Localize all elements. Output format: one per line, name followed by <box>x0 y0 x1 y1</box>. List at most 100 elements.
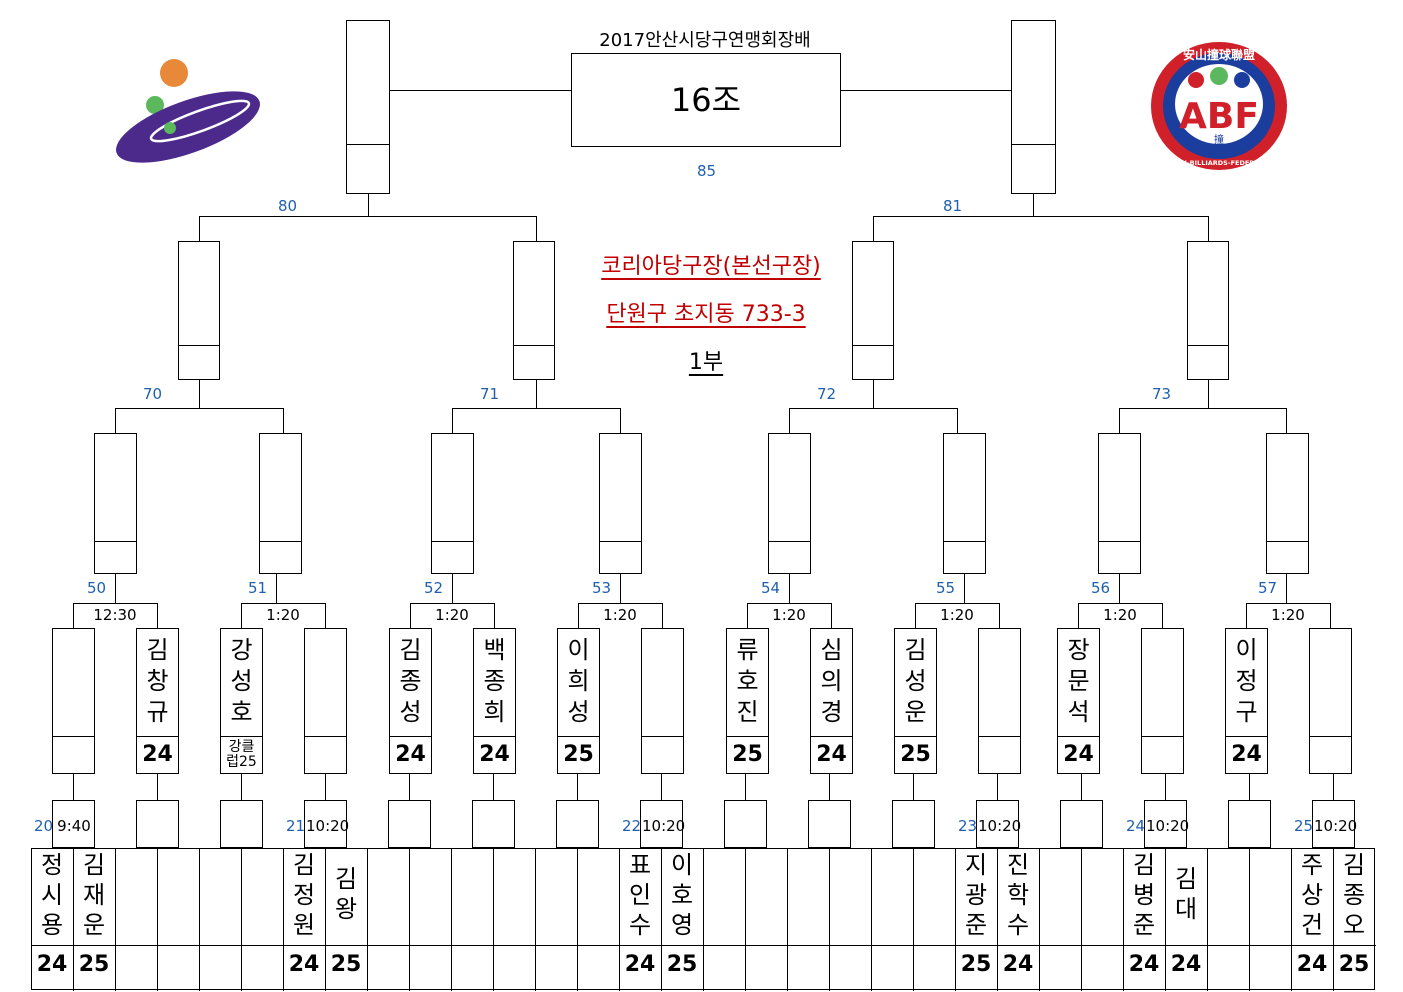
match-number-round32: 25 <box>1294 817 1314 835</box>
bracket-line <box>157 603 158 629</box>
box-divider <box>1226 736 1267 737</box>
bracket-line <box>999 603 1000 629</box>
orange-dot <box>160 59 188 87</box>
feeder-box <box>808 800 851 848</box>
bracket-line <box>115 408 116 434</box>
bracket-line <box>1165 848 1166 991</box>
logo-center-mark: 撞 <box>1214 133 1224 146</box>
bracket-line <box>577 848 578 991</box>
bracket-line <box>873 216 1209 217</box>
bracket-line <box>493 774 494 801</box>
feeder-box <box>976 800 1019 848</box>
match-time-round16: 1:20 <box>603 606 637 624</box>
box-divider <box>305 736 346 737</box>
bracket-line <box>367 848 368 991</box>
box-divider <box>1099 541 1140 542</box>
green-dot <box>146 96 164 114</box>
bracket-line <box>1208 216 1209 242</box>
player-score <box>1310 737 1351 773</box>
box-divider <box>95 541 136 542</box>
bracket-line <box>325 848 326 991</box>
match-number-round16: 52 <box>424 579 444 597</box>
green-dot-small <box>164 122 176 134</box>
bracket-line <box>1208 380 1209 409</box>
box-divider <box>347 144 389 145</box>
player-slot <box>1309 628 1352 774</box>
bottom-player-name: 김 병 준 <box>1132 851 1156 939</box>
player-slot <box>978 628 1021 774</box>
player-score: 24 <box>1231 742 1262 767</box>
match-number-quarter: 72 <box>817 385 837 403</box>
box-divider <box>179 345 219 346</box>
box-divider <box>221 736 262 737</box>
match-number-quarter: 71 <box>480 385 500 403</box>
bracket-line <box>787 848 788 991</box>
player-name: 류 호 진 <box>736 636 759 726</box>
bracket-line <box>1165 774 1166 801</box>
venue-name: 코리아당구장(본선구장) <box>601 254 821 279</box>
bracket-line <box>115 574 116 604</box>
bracket-line <box>199 216 200 242</box>
match-time-round32: 10:20 <box>306 817 350 835</box>
match-number-round16: 56 <box>1091 579 1111 597</box>
bracket-line <box>241 603 326 604</box>
bracket-line <box>957 408 958 434</box>
player-name: 김 성 운 <box>904 636 927 726</box>
feeder-box <box>1060 800 1103 848</box>
bracket-line <box>661 774 662 801</box>
match-number-round16: 55 <box>936 579 956 597</box>
feeder-box <box>304 800 347 848</box>
bracket-line <box>241 848 242 991</box>
match-time-round32: 10:20 <box>1146 817 1190 835</box>
feeder-box <box>220 800 263 848</box>
feeder-box <box>52 800 95 848</box>
bracket-line <box>997 774 998 801</box>
feeder-box <box>1312 800 1355 848</box>
bracket-line <box>789 408 790 434</box>
bracket-line <box>494 603 495 629</box>
player-slot <box>1141 628 1184 774</box>
player-name: 장 문 석 <box>1067 636 1090 726</box>
bottom-player-score: 24 <box>1002 952 1034 977</box>
bottom-player-score: 25 <box>960 952 992 977</box>
match-time-round16: 1:20 <box>266 606 300 624</box>
bottom-player-score: 24 <box>1170 952 1202 977</box>
bracket-line <box>73 848 74 991</box>
bracket-line <box>913 774 914 801</box>
bottom-player-name: 지 광 준 <box>964 851 988 939</box>
match-number-round32: 22 <box>622 817 642 835</box>
bracket-line <box>1033 194 1034 217</box>
bracket-line <box>409 774 410 801</box>
box-divider <box>137 736 178 737</box>
match-number-round16: 50 <box>87 579 107 597</box>
round8-box <box>1098 433 1141 574</box>
final-box-right <box>1011 20 1056 194</box>
bracket-line <box>1039 848 1040 991</box>
bracket-line <box>964 574 965 604</box>
box-divider <box>895 736 936 737</box>
feeder-box <box>892 800 935 848</box>
bracket-line <box>452 574 453 604</box>
box-divider <box>558 736 599 737</box>
bracket-line <box>1119 408 1120 434</box>
quarter-box <box>178 241 220 380</box>
purple-swoosh <box>116 91 260 163</box>
bracket-line <box>493 848 494 991</box>
round8-box <box>1266 433 1309 574</box>
bracket-line <box>410 603 495 604</box>
bracket-line <box>73 603 158 604</box>
box-divider <box>769 541 810 542</box>
box-divider <box>1310 736 1351 737</box>
bottom-player-name: 김 왕 <box>334 865 358 923</box>
player-score <box>979 737 1020 773</box>
quarter-box <box>1187 241 1229 380</box>
match-time-round32: 10:20 <box>978 817 1022 835</box>
bracket-line <box>157 848 158 991</box>
feeder-box <box>136 800 179 848</box>
box-divider <box>514 345 554 346</box>
bracket-line <box>997 848 998 991</box>
bottom-player-score: 25 <box>330 952 362 977</box>
match-number-round32: 20 <box>34 817 54 835</box>
